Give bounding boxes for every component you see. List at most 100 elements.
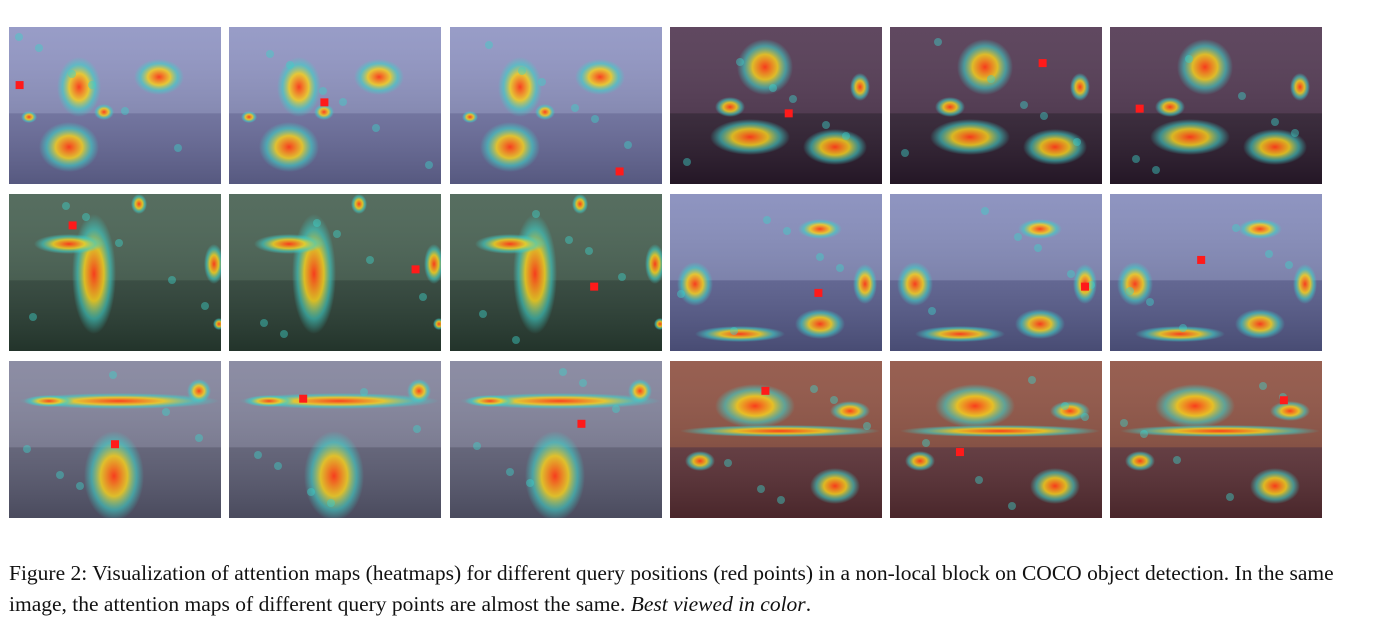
attention-blob bbox=[204, 244, 221, 284]
heatmap-tile bbox=[670, 194, 882, 351]
attention-blob bbox=[1290, 73, 1310, 101]
heatmap-tile bbox=[1110, 27, 1322, 184]
query-point bbox=[320, 98, 329, 107]
attention-blob bbox=[1250, 468, 1300, 504]
query-point bbox=[411, 265, 420, 274]
attention-blob bbox=[737, 39, 793, 95]
heatmap-tile bbox=[670, 361, 882, 518]
attention-blob bbox=[685, 451, 715, 471]
attention-blob bbox=[575, 59, 625, 95]
heatmap-tile bbox=[229, 27, 441, 184]
attention-blob bbox=[19, 393, 219, 409]
attention-blob bbox=[34, 234, 104, 254]
attention-blob bbox=[39, 122, 99, 172]
attention-blob bbox=[1030, 468, 1080, 504]
attention-blob bbox=[134, 59, 184, 95]
heatmap-tile bbox=[229, 194, 441, 351]
attention-blob bbox=[498, 57, 542, 117]
attention-blob bbox=[810, 468, 860, 504]
attention-blob bbox=[525, 431, 585, 518]
attention-blob bbox=[1293, 264, 1317, 304]
attention-blob bbox=[1015, 309, 1065, 339]
attention-blob bbox=[1150, 119, 1230, 155]
attention-blob bbox=[850, 73, 870, 101]
heatmap-tile bbox=[1110, 194, 1322, 351]
attention-blob bbox=[915, 326, 1005, 342]
attention-blob bbox=[715, 384, 795, 428]
attention-blob bbox=[830, 401, 870, 421]
attention-blob bbox=[475, 234, 545, 254]
attention-blob bbox=[1120, 425, 1320, 437]
attention-blob bbox=[1023, 129, 1087, 165]
attention-blob bbox=[935, 384, 1015, 428]
attention-blob bbox=[424, 244, 441, 284]
attention-blob bbox=[213, 318, 221, 330]
attention-blob bbox=[131, 194, 147, 214]
attention-blob bbox=[715, 97, 745, 117]
attention-blob bbox=[1155, 384, 1235, 428]
query-point bbox=[1135, 104, 1144, 113]
caption-end: . bbox=[805, 592, 812, 616]
attention-blob bbox=[695, 326, 785, 342]
attention-blob bbox=[803, 129, 867, 165]
attention-blob bbox=[1050, 401, 1090, 421]
query-point bbox=[15, 81, 24, 90]
attention-blob bbox=[314, 104, 334, 120]
attention-blob bbox=[628, 379, 652, 403]
attention-blob bbox=[798, 219, 842, 239]
heatmap-tile bbox=[890, 194, 1102, 351]
attention-blob bbox=[1135, 326, 1225, 342]
attention-blob bbox=[853, 264, 877, 304]
attention-blob bbox=[462, 111, 478, 123]
heatmap-tile bbox=[1110, 361, 1322, 518]
attention-blob bbox=[1177, 39, 1233, 95]
attention-blob bbox=[900, 425, 1100, 437]
heatmap-tile bbox=[9, 194, 221, 351]
heatmap-tile bbox=[450, 361, 662, 518]
query-point bbox=[577, 419, 586, 428]
attention-blob bbox=[433, 318, 441, 330]
query-point bbox=[1197, 255, 1206, 264]
attention-blob bbox=[897, 262, 933, 306]
attention-blob bbox=[292, 214, 336, 334]
heatmap-tile bbox=[9, 27, 221, 184]
attention-blob bbox=[94, 104, 114, 120]
query-point bbox=[1081, 282, 1090, 291]
attention-blob bbox=[1270, 401, 1310, 421]
attention-blob bbox=[187, 379, 211, 403]
query-point bbox=[1279, 396, 1288, 405]
attention-blob bbox=[239, 393, 439, 409]
attention-blob bbox=[645, 244, 662, 284]
attention-blob bbox=[1117, 262, 1153, 306]
attention-blob bbox=[465, 395, 515, 407]
attention-blob bbox=[513, 214, 557, 334]
heatmap-tile bbox=[229, 361, 441, 518]
attention-blob bbox=[460, 393, 660, 409]
attention-blob bbox=[244, 395, 294, 407]
caption-text: Figure 2: Visualization of attention map… bbox=[9, 561, 1334, 616]
attention-blob bbox=[21, 111, 37, 123]
attention-blob bbox=[354, 59, 404, 95]
attention-blob bbox=[677, 262, 713, 306]
query-point bbox=[615, 167, 624, 176]
heatmap-tile bbox=[450, 27, 662, 184]
caption-emphasis: Best viewed in color bbox=[630, 592, 806, 616]
attention-blob bbox=[407, 379, 431, 403]
attention-blob bbox=[1018, 219, 1062, 239]
attention-blob bbox=[1070, 73, 1090, 101]
attention-blob bbox=[1235, 309, 1285, 339]
attention-blob bbox=[957, 39, 1013, 95]
attention-blob bbox=[1125, 451, 1155, 471]
attention-blob bbox=[535, 104, 555, 120]
attention-blob bbox=[24, 395, 74, 407]
attention-blob bbox=[241, 111, 257, 123]
heatmap-tile bbox=[9, 361, 221, 518]
query-point bbox=[761, 386, 770, 395]
attention-blob bbox=[654, 318, 662, 330]
attention-blob bbox=[680, 425, 880, 437]
attention-blob bbox=[935, 97, 965, 117]
attention-blob bbox=[254, 234, 324, 254]
attention-blob bbox=[84, 431, 144, 518]
query-point bbox=[111, 440, 119, 449]
attention-map-figure bbox=[9, 27, 1327, 519]
